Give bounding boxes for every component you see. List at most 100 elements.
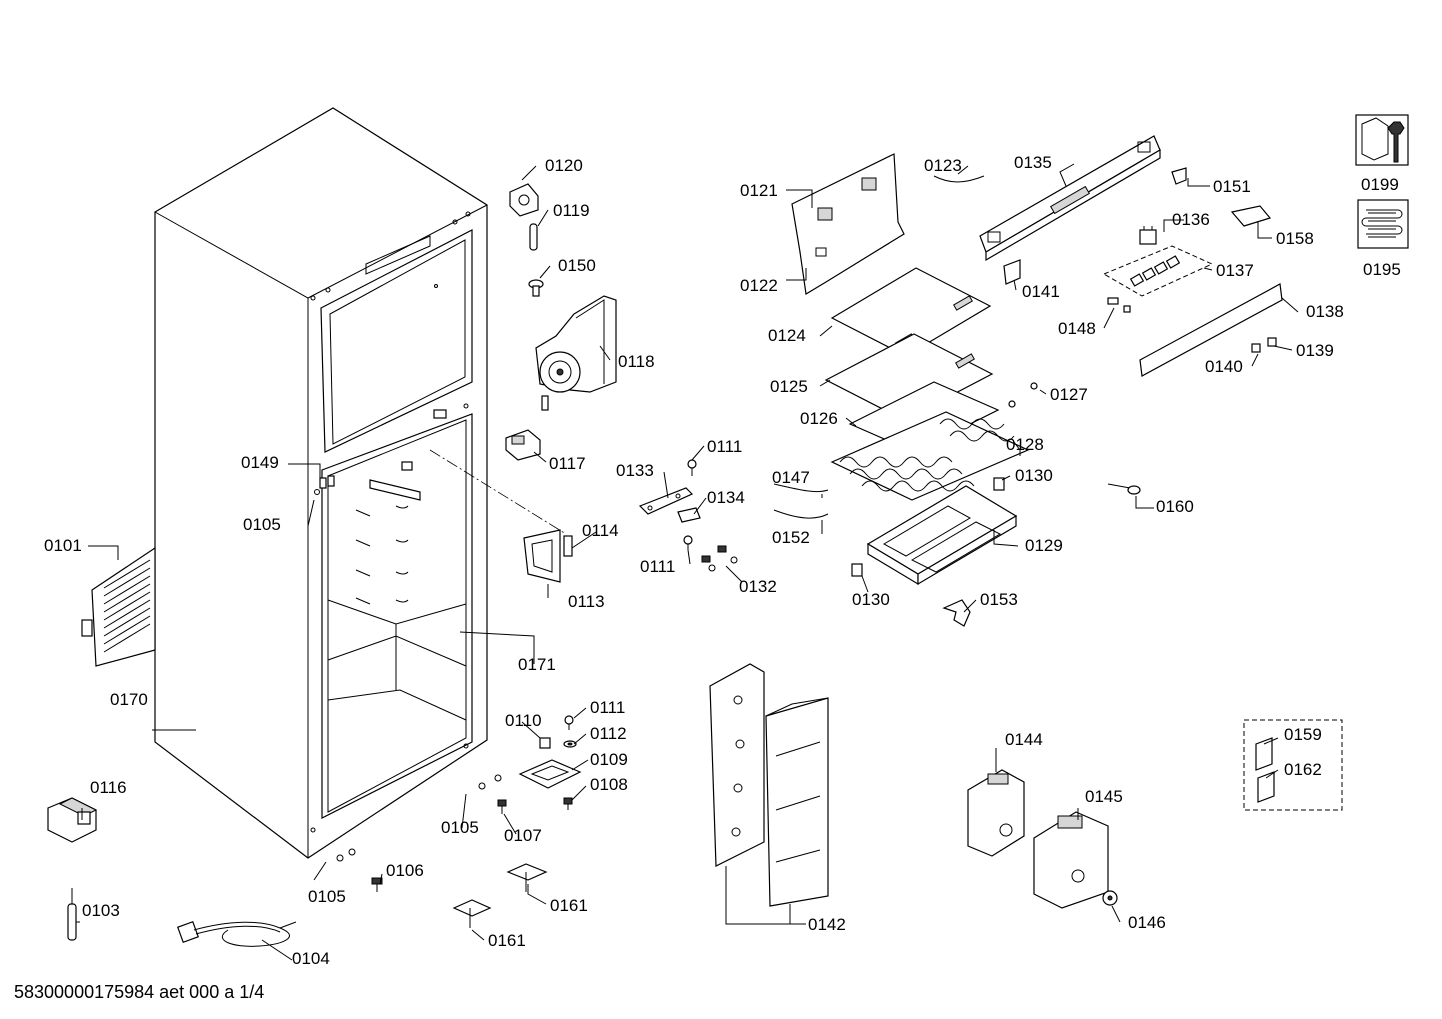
screw-0107 — [497, 799, 507, 814]
back-plate-0121 — [791, 153, 905, 295]
label-0142: 0142 — [808, 915, 846, 934]
wrench-service-icon — [1355, 114, 1409, 166]
label-0136: 0136 — [1172, 210, 1210, 229]
label-0120: 0120 — [545, 156, 583, 175]
pin-0119 — [529, 223, 538, 251]
label-0101: 0101 — [44, 536, 82, 555]
label-0133: 0133 — [616, 461, 654, 480]
cap-0130a — [993, 477, 1005, 491]
clip-0151 — [1171, 167, 1187, 185]
trim-strip-0138 — [1139, 283, 1283, 377]
label-0105b: 0105 — [308, 887, 346, 906]
label-0107: 0107 — [504, 826, 542, 845]
evaporator-0128 — [830, 411, 1030, 501]
sensor-0160 — [1107, 483, 1141, 495]
label-0137: 0137 — [1216, 261, 1254, 280]
wire-0123 — [933, 175, 985, 183]
label-0106: 0106 — [386, 861, 424, 880]
label-0160: 0160 — [1156, 497, 1194, 516]
button-group-0137 — [1102, 245, 1214, 297]
label-0139: 0139 — [1296, 341, 1334, 360]
screw-0111b — [683, 535, 693, 550]
screws-0132 — [701, 545, 738, 572]
label-0128: 0128 — [1006, 435, 1044, 454]
label-0119: 0119 — [553, 201, 590, 220]
cover-0141 — [1003, 259, 1021, 285]
washer-0112 — [563, 740, 577, 748]
label-0118: 0118 — [618, 352, 655, 371]
clip-0139 — [1267, 337, 1277, 347]
label-0158: 0158 — [1276, 229, 1314, 248]
label-0105c: 0105 — [441, 818, 479, 837]
label-0125: 0125 — [770, 377, 808, 396]
screw-0106 — [371, 877, 383, 892]
rear-grille-0101 — [81, 546, 156, 667]
label-0127: 0127 — [1050, 385, 1088, 404]
label-0113: 0113 — [568, 592, 605, 611]
label-0111b: 0111 — [640, 557, 675, 576]
panel-0113 — [523, 529, 561, 583]
label-0146: 0146 — [1128, 913, 1166, 932]
pins-0149 — [314, 475, 335, 495]
pins-0105-bottom — [336, 848, 356, 862]
label-0111a: 0111 — [707, 437, 742, 456]
label-0124: 0124 — [768, 326, 806, 345]
drip-tray-0129 — [866, 485, 1018, 586]
housing-0145 — [1033, 811, 1109, 909]
label-0108: 0108 — [590, 775, 628, 794]
shelf-rails — [355, 505, 409, 605]
plug-0150 — [528, 279, 544, 297]
label-0171: 0171 — [518, 655, 556, 674]
label-0122: 0122 — [740, 276, 778, 295]
screws-0127 — [1008, 382, 1038, 408]
label-0161b: 0161 — [488, 931, 526, 950]
label-0123: 0123 — [924, 156, 962, 175]
thermostat-0117 — [505, 429, 541, 461]
label-0129: 0129 — [1025, 536, 1063, 555]
label-0105a: 0105 — [243, 515, 281, 534]
screw-0108 — [563, 797, 573, 810]
bracket-0134 — [677, 507, 701, 523]
label-0130b: 0130 — [852, 590, 890, 609]
label-0135: 0135 — [1014, 153, 1052, 172]
label-0130a: 0130 — [1015, 466, 1053, 485]
label-0162: 0162 — [1284, 760, 1322, 779]
strip-0114 — [563, 535, 573, 557]
part-labels: 0101 0170 0116 0103 0104 0149 0105 0105 … — [44, 153, 1401, 968]
hinge-0133 — [638, 487, 694, 515]
power-cord-0104 — [176, 920, 297, 947]
bracket-0161b — [452, 899, 492, 928]
label-0117: 0117 — [549, 454, 586, 473]
label-0104: 0104 — [292, 949, 330, 968]
relay-0116 — [47, 797, 98, 843]
knob-0146 — [1102, 890, 1118, 906]
label-0161a: 0161 — [550, 896, 588, 915]
label-0150: 0150 — [558, 256, 596, 275]
label-0148: 0148 — [1058, 319, 1096, 338]
label-0145: 0145 — [1085, 787, 1123, 806]
bracket-0161a — [506, 863, 548, 892]
fan-0118 — [535, 295, 617, 411]
tube-0147 — [773, 483, 829, 493]
label-0144: 0144 — [1005, 730, 1043, 749]
tube-0152 — [773, 509, 829, 519]
sensor-0103 — [67, 888, 77, 941]
label-0110: 0110 — [505, 711, 542, 730]
label-0112: 0112 — [590, 724, 627, 743]
label-0153: 0153 — [980, 590, 1018, 609]
label-0121: 0121 — [740, 181, 778, 200]
label-0109: 0109 — [590, 750, 628, 769]
label-0140: 0140 — [1205, 357, 1243, 376]
label-0147: 0147 — [772, 468, 810, 487]
clip-0120 — [509, 183, 539, 217]
label-0138: 0138 — [1306, 302, 1344, 321]
lamp-holder-0136 — [1139, 226, 1157, 245]
channel-0142 — [709, 663, 829, 907]
housing-0144 — [967, 769, 1025, 857]
label-0116: 0116 — [90, 778, 127, 797]
label-0111c: 0111 — [590, 698, 625, 717]
label-0103: 0103 — [82, 901, 120, 920]
block-0110 — [539, 737, 551, 749]
screw-0111a — [687, 459, 697, 476]
